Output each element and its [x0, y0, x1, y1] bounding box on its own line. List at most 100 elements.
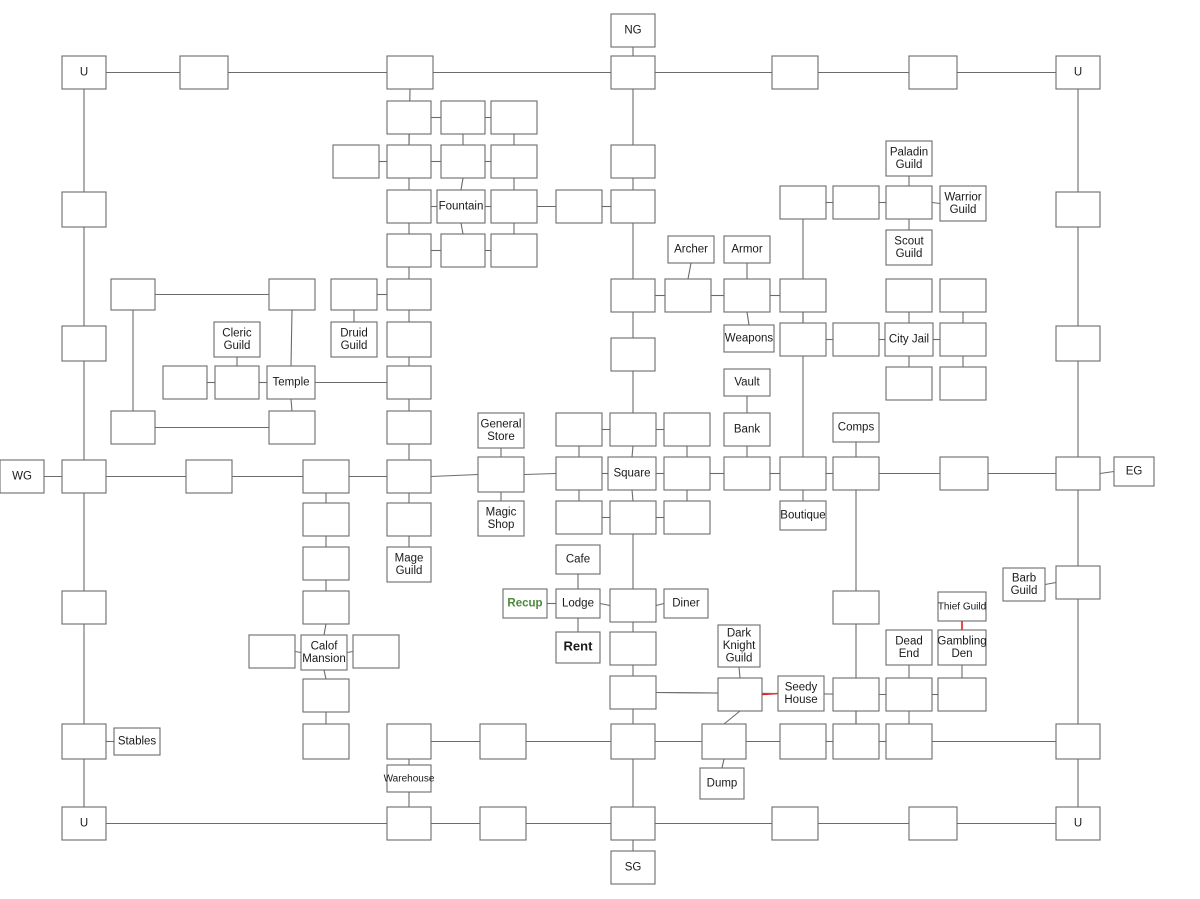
map-node-blank[interactable] — [302, 723, 350, 760]
map-node-blank[interactable] — [610, 806, 656, 841]
map-node-box[interactable] — [885, 677, 933, 712]
map-node-box[interactable] — [832, 322, 880, 357]
map-node-box[interactable] — [610, 189, 656, 224]
map-node-box[interactable] — [610, 806, 656, 841]
map-node-blank[interactable] — [832, 677, 880, 712]
map-node-blank[interactable] — [352, 634, 400, 669]
map-node-box[interactable] — [386, 410, 432, 445]
map-node-blank[interactable] — [663, 500, 711, 535]
map-node-box[interactable] — [302, 459, 350, 494]
map-node-box[interactable] — [386, 144, 432, 179]
map-node-box[interactable] — [609, 500, 657, 535]
map-node-blank[interactable] — [779, 723, 827, 760]
map-node-box[interactable] — [939, 456, 989, 491]
map-node-box[interactable] — [723, 456, 771, 491]
map-node-box[interactable] — [779, 185, 827, 220]
map-node-box[interactable] — [330, 321, 378, 358]
map-node-blank[interactable] — [440, 100, 486, 135]
map-node-box[interactable] — [779, 500, 827, 531]
map-node-blank[interactable] — [771, 806, 819, 841]
map-node-blank[interactable] — [779, 456, 827, 491]
map-node-blank[interactable] — [490, 189, 538, 224]
map-node-cafe[interactable]: Cafe — [555, 544, 601, 575]
map-node-blank[interactable] — [386, 144, 432, 179]
map-node-blank[interactable] — [386, 410, 432, 445]
map-node-box[interactable] — [663, 500, 711, 535]
map-node-box[interactable] — [723, 235, 771, 264]
map-node-blank[interactable] — [885, 185, 933, 220]
map-node-blank[interactable] — [386, 502, 432, 537]
map-node-box[interactable] — [302, 590, 350, 625]
map-node-box[interactable] — [386, 502, 432, 537]
map-node-blank[interactable] — [479, 723, 527, 760]
map-node-box[interactable] — [490, 144, 538, 179]
map-node-box[interactable] — [777, 675, 825, 712]
map-node-box[interactable] — [386, 764, 432, 793]
map-node-box[interactable] — [110, 410, 156, 445]
map-node-city-jail[interactable]: City Jail — [884, 322, 934, 357]
map-node-box[interactable] — [0, 459, 45, 494]
map-node-box[interactable] — [937, 677, 987, 712]
map-node-box[interactable] — [386, 189, 432, 224]
map-node-blank[interactable] — [490, 233, 538, 268]
map-node-blank[interactable] — [1055, 723, 1101, 760]
map-node-box[interactable] — [386, 546, 432, 583]
map-node-box[interactable] — [213, 321, 261, 358]
map-node-temple[interactable]: Temple — [266, 365, 316, 400]
map-node-box[interactable] — [386, 100, 432, 135]
map-node-lodge[interactable]: Lodge — [555, 588, 601, 619]
map-node-box[interactable] — [502, 588, 548, 619]
map-node-box[interactable] — [779, 278, 827, 313]
map-node-blank[interactable] — [386, 723, 432, 760]
map-node-box[interactable] — [664, 278, 712, 313]
map-node-blank[interactable] — [832, 185, 880, 220]
map-node-box[interactable] — [302, 678, 350, 713]
map-node-blank[interactable] — [885, 366, 933, 401]
map-node-box[interactable] — [386, 321, 432, 358]
map-node-blank[interactable] — [885, 723, 933, 760]
map-node-box[interactable] — [607, 456, 657, 491]
map-node-blank[interactable] — [779, 185, 827, 220]
map-node-blank[interactable] — [1055, 325, 1101, 362]
map-node-blank[interactable] — [162, 365, 208, 400]
map-node-box[interactable] — [477, 500, 525, 537]
map-node-box[interactable] — [937, 629, 987, 666]
map-node-blank[interactable] — [302, 502, 350, 537]
map-node-blank[interactable] — [555, 412, 603, 447]
map-node-box[interactable] — [479, 723, 527, 760]
map-node-box[interactable] — [908, 806, 958, 841]
map-node-box[interactable] — [555, 631, 601, 664]
map-node-box[interactable] — [300, 634, 348, 671]
map-node-box[interactable] — [939, 366, 987, 401]
map-node-box[interactable] — [440, 100, 486, 135]
map-node-box[interactable] — [436, 189, 486, 224]
map-node-blank[interactable] — [717, 677, 763, 712]
map-node-box[interactable] — [555, 189, 603, 224]
map-node-blank[interactable] — [937, 677, 987, 712]
map-node-box[interactable] — [779, 456, 827, 491]
map-node-blank[interactable] — [440, 233, 486, 268]
map-node-box[interactable] — [386, 278, 432, 311]
map-node-blank[interactable] — [302, 678, 350, 713]
map-node-box[interactable] — [61, 459, 107, 494]
map-node-box[interactable] — [61, 806, 107, 841]
map-node-blank[interactable] — [609, 412, 657, 447]
map-node-blank[interactable] — [185, 459, 233, 494]
map-node-blank[interactable] — [555, 456, 603, 491]
map-node-blank[interactable] — [302, 590, 350, 625]
map-node-box[interactable] — [162, 365, 208, 400]
map-node-box[interactable] — [386, 806, 432, 841]
map-node-blank[interactable] — [939, 278, 987, 313]
map-node-box[interactable] — [332, 144, 380, 179]
map-node-blank[interactable] — [440, 144, 486, 179]
map-node-box[interactable] — [663, 456, 711, 491]
map-node-box[interactable] — [61, 55, 107, 90]
map-node-armor[interactable]: Armor — [723, 235, 771, 264]
map-node-box[interactable] — [1055, 565, 1101, 600]
map-node-box[interactable] — [61, 191, 107, 228]
